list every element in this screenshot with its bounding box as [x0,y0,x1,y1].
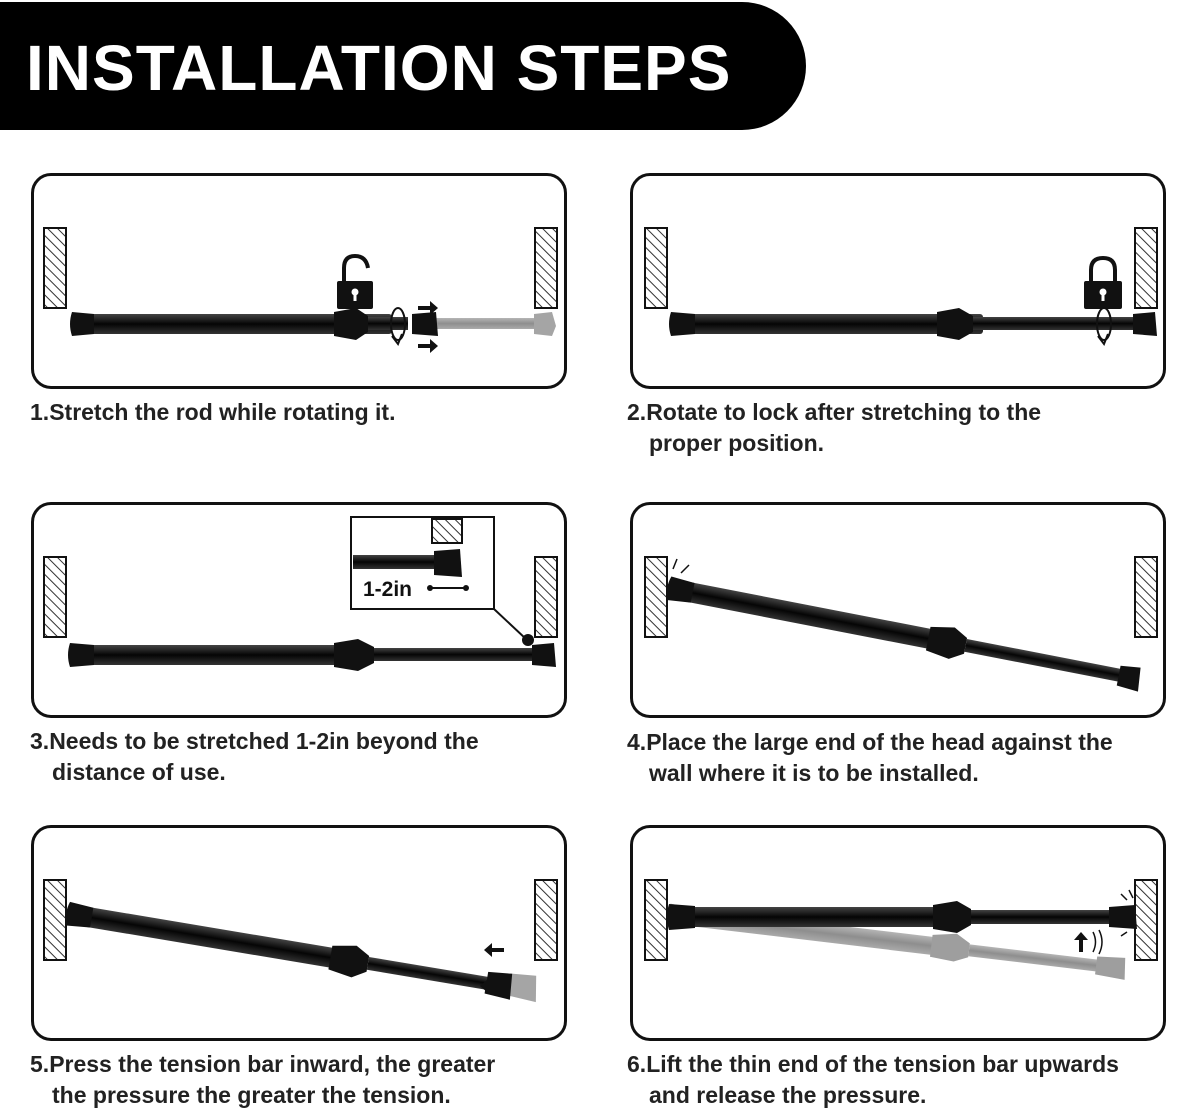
step-4-panel [630,502,1166,718]
title-banner: INSTALLATION STEPS [0,2,806,130]
step-2-panel [630,173,1166,389]
step-6-panel [630,825,1166,1041]
rotate-arrow-icon [390,307,406,347]
unlocked-padlock-icon [337,253,373,309]
page-title: INSTALLATION STEPS [26,32,732,104]
step-5-panel [31,825,567,1041]
step-4-caption: 4.Place the large end of the head agains… [627,729,1113,786]
step-1-caption: 1.Stretch the rod while rotating it. [30,399,396,425]
hatched-wall-icon [1134,879,1158,961]
tension-rod [669,308,1157,340]
extension-rod-ghost [434,312,556,336]
tension-rod [70,308,438,340]
step-2-caption: 2.Rotate to lock after stretching to the… [627,399,1042,456]
arrow-icon [418,301,438,315]
hatched-wall-icon [644,879,668,961]
step-5-caption: 5.Press the tension bar inward, the grea… [30,1051,496,1108]
tension-rod [65,901,513,1000]
hatched-wall-icon [534,879,558,961]
step-1-panel [31,173,567,389]
hatched-wall-icon [534,556,558,638]
arrow-icon [484,943,504,957]
stretch-detail-inset: 1-2in [350,516,534,646]
locked-padlock-icon [1084,255,1122,309]
tension-rod [667,901,1137,933]
hatched-wall-icon [1134,556,1158,638]
hatched-wall-icon [534,227,558,309]
contact-spark-icon [1120,889,1134,937]
tension-rod [666,576,1141,692]
extension-rod-ghost [506,973,537,1003]
step-6-caption: 6.Lift the thin end of the tension bar u… [627,1051,1119,1108]
inset-measure-label: 1-2in [363,578,412,601]
arrow-icon [418,339,438,353]
hatched-wall-icon [43,879,67,961]
rotate-arrow-icon [1096,307,1112,347]
contact-spark-icon [672,558,690,574]
hatched-wall-icon [43,556,67,638]
step-3-caption: 3.Needs to be stretched 1-2in beyond the… [30,728,479,785]
hatched-wall-icon [644,556,668,638]
hatched-wall-icon [1134,227,1158,309]
step-3-panel: 1-2in [31,502,567,718]
tension-rod [68,639,556,671]
hatched-wall-icon [644,227,668,309]
hatched-wall-icon [43,227,67,309]
arrow-icon [1074,929,1103,955]
arrow-icon [480,979,500,993]
